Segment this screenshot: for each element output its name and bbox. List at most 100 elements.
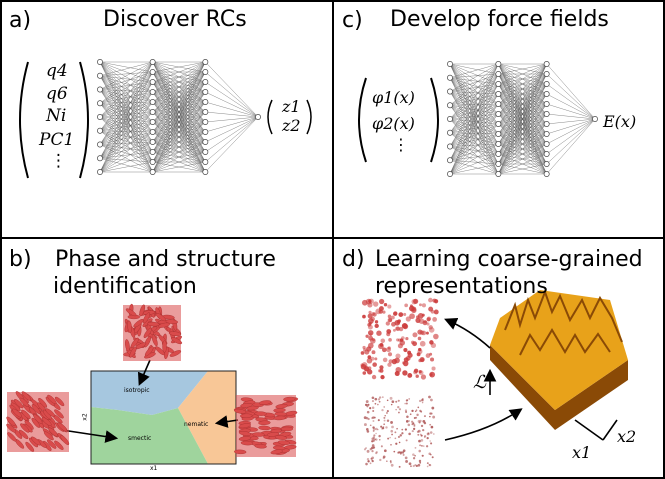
rod-particle xyxy=(240,440,254,446)
scale-symbol: ℒ xyxy=(473,372,486,393)
snapshot-particle xyxy=(366,410,370,414)
network-node xyxy=(495,121,502,127)
snapshot-particle xyxy=(426,317,431,322)
rod-particle xyxy=(147,321,160,327)
network-node xyxy=(447,102,453,109)
network-edge xyxy=(99,61,153,143)
network-edge xyxy=(99,91,153,159)
snapshot-particle xyxy=(382,455,386,459)
network-node xyxy=(447,129,453,136)
snapshot-particle xyxy=(366,430,370,433)
snapshot-particle xyxy=(408,462,412,466)
snapshot-particle xyxy=(395,326,400,331)
isotropic-region xyxy=(91,371,208,415)
snapshot-particle xyxy=(432,415,436,419)
network-edge xyxy=(99,61,153,93)
network-edge xyxy=(99,141,153,173)
network-edge xyxy=(449,123,499,175)
network-edge xyxy=(99,61,153,133)
network-edge xyxy=(449,93,499,120)
network-edge xyxy=(449,93,499,106)
snapshot-particle xyxy=(415,464,418,468)
network-edge xyxy=(99,75,153,173)
snapshot-particle xyxy=(395,366,402,373)
snapshot-particle xyxy=(407,350,412,355)
snapshot-particle xyxy=(369,407,372,410)
snapshot-particle xyxy=(429,371,436,378)
snapshot-particle xyxy=(407,423,411,427)
snapshot-particle xyxy=(383,406,385,408)
snapshot-particle xyxy=(372,410,375,413)
network-edge xyxy=(99,101,153,159)
snapshot-particle xyxy=(386,412,388,414)
output-energy: E(x) xyxy=(603,112,637,131)
network-edge xyxy=(99,71,153,90)
snapshot-particle xyxy=(420,424,424,428)
network-node xyxy=(543,161,550,167)
network-edge xyxy=(449,63,499,161)
snapshot-particle xyxy=(387,437,390,440)
snapshot-particle xyxy=(418,439,421,443)
snapshot-particle xyxy=(398,451,401,454)
input-q4: q4 xyxy=(46,61,68,81)
network-edge xyxy=(99,75,153,83)
network-edge xyxy=(205,116,259,123)
snapshot-particle xyxy=(418,459,422,463)
network-node xyxy=(97,114,103,120)
network-edge xyxy=(205,81,259,118)
snapshot-particle xyxy=(411,420,414,423)
snapshot-particle xyxy=(417,406,420,409)
network-edge xyxy=(449,103,499,161)
network-edge xyxy=(99,61,153,76)
network-edge xyxy=(546,63,596,120)
snapshot-particle xyxy=(428,395,431,399)
network-edge xyxy=(205,71,259,118)
network-edge xyxy=(99,89,153,103)
snapshot-particle xyxy=(417,433,420,436)
network-edge xyxy=(546,93,596,120)
network-edge xyxy=(99,71,153,159)
snapshot-particle xyxy=(375,452,378,455)
snapshot-particle xyxy=(405,460,408,463)
network-edge xyxy=(546,118,596,165)
snapshot-particle xyxy=(363,365,370,372)
snapshot-particle xyxy=(367,403,370,406)
network-edge xyxy=(449,63,499,147)
network-edge xyxy=(99,81,153,104)
network-edge xyxy=(449,153,499,175)
input-phi2: φ2(x) xyxy=(372,114,415,133)
rod-particle xyxy=(270,449,283,455)
network-node xyxy=(202,79,209,85)
snapshot-particle xyxy=(412,453,415,456)
network-edge xyxy=(449,77,499,95)
rod-particle xyxy=(275,403,288,409)
rod-particle xyxy=(129,346,137,358)
snapshot-particle xyxy=(374,438,376,441)
network-node xyxy=(447,74,453,81)
snapshot-particle xyxy=(432,433,435,435)
network-node xyxy=(149,79,156,85)
network-edge xyxy=(546,83,596,120)
snapshot-particle xyxy=(382,357,388,363)
snapshot-particle xyxy=(416,430,420,434)
snapshot-particle xyxy=(428,297,433,303)
network-edge xyxy=(99,81,153,173)
snapshot-particle xyxy=(412,457,416,460)
network-node xyxy=(447,157,453,164)
network-edge xyxy=(99,75,153,113)
rod-particle xyxy=(130,337,139,349)
rod-particle xyxy=(12,408,22,418)
network-edge xyxy=(498,63,547,115)
network-edge xyxy=(205,61,259,118)
rod-particle xyxy=(283,396,296,402)
x-axis-label: x1 xyxy=(150,465,158,472)
snapshot-particle xyxy=(391,321,396,327)
network-edge xyxy=(449,105,499,175)
network-edge xyxy=(449,77,499,105)
snapshot-particle xyxy=(390,461,392,464)
output-z1: z1 xyxy=(282,97,301,116)
snapshot-particle xyxy=(363,448,367,451)
network-node xyxy=(202,149,209,155)
network-edge xyxy=(152,71,206,173)
snapshot-particle xyxy=(388,359,393,364)
